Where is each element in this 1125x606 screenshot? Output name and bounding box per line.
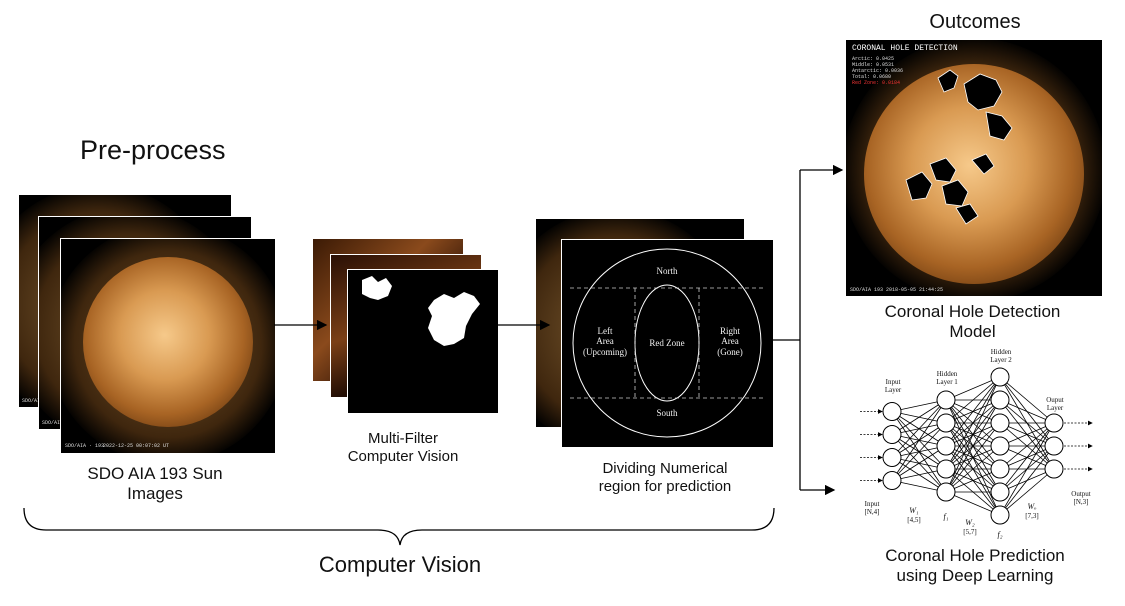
nn-node-layer-2 <box>990 367 1010 387</box>
sun-image-front: SDO/AIA · 193 2022-12-25 00:07:02 UT <box>60 238 276 454</box>
nn-edge <box>891 399 947 458</box>
sun-back-footer: SDO/AIA <box>42 420 64 426</box>
nn-edge <box>999 445 1055 516</box>
dividing-caption: Dividing Numerical region for prediction <box>598 460 732 495</box>
nn-node-layer-1 <box>936 413 956 433</box>
nn-node-layer-2 <box>990 436 1010 456</box>
detection-image: CORONAL HOLE DETECTION Arctic: 0.0425 Mi… <box>846 40 1102 296</box>
detection-stats: Arctic: 0.0425 Middle: 0.0531 Antarctic:… <box>852 56 903 86</box>
nn-edge <box>945 491 1001 516</box>
region-lines <box>570 248 765 438</box>
detection-title: CORONAL HOLE DETECTION <box>852 44 958 53</box>
mask-blobs <box>362 276 480 346</box>
nn-node-layer-2 <box>990 482 1010 502</box>
region-south: South <box>656 408 678 418</box>
nn-edge <box>945 376 1001 401</box>
nn-w1-dim-label: [4,5] <box>907 516 921 524</box>
nn-hidden-layer-1-label: Hidden Layer 1 <box>936 370 958 387</box>
outcomes-title: Outcomes <box>929 11 1021 33</box>
filter-image-mask <box>347 269 499 414</box>
nn-edge <box>999 422 1055 493</box>
nn-node-layer-3 <box>1044 413 1064 433</box>
nn-node-layer-1 <box>936 390 956 410</box>
region-left: Left Area (Upcoming) <box>583 326 627 357</box>
nn-f1-label: f₁ <box>943 512 949 521</box>
detection-stat: Total: 0.0680 <box>852 74 892 80</box>
sun-disk <box>83 257 253 427</box>
nn-edge <box>945 376 1001 493</box>
nn-hidden-layer-2-label: Hidden Layer 2 <box>990 348 1012 365</box>
sun-footer-date: 2022-12-25 00:07:02 UT <box>103 443 170 449</box>
computer-vision-label: Computer Vision <box>318 552 482 577</box>
nn-edge <box>891 399 947 435</box>
region-diagram: North South Left Area (Upcoming) Red Zon… <box>561 239 774 448</box>
nn-edge <box>945 376 1001 424</box>
nn-f2-label: f₂ <box>997 530 1003 539</box>
prediction-caption: Coronal Hole Prediction using Deep Learn… <box>885 546 1065 586</box>
nn-node-layer-1 <box>936 436 956 456</box>
detection-stat-red: Red Zone: 0.0184 <box>852 80 901 86</box>
nn-node-layer-1 <box>936 459 956 479</box>
nn-edge <box>945 445 1001 493</box>
nn-edge <box>999 376 1055 424</box>
region-north: North <box>656 266 678 276</box>
nn-node-layer-3 <box>1044 459 1064 479</box>
nn-edge <box>945 376 1001 470</box>
nn-edge <box>945 422 1001 493</box>
nn-edge <box>999 468 1055 516</box>
nn-wo-dim-label: [7,3] <box>1025 512 1039 520</box>
nn-node-layer-2 <box>990 459 1010 479</box>
nn-input-layer-label: Input Layer <box>884 378 902 395</box>
sdo-caption: SDO AIA 193 Sun Images <box>87 464 223 504</box>
nn-edge <box>945 468 1001 493</box>
nn-node-layer-3 <box>1044 436 1064 456</box>
nn-w1-label: W₁ <box>909 506 919 515</box>
region-red-zone: Red Zone <box>649 338 685 348</box>
nn-node-layer-2 <box>990 390 1010 410</box>
nn-edge <box>891 422 947 481</box>
sun-back-footer: SDO/AIA <box>22 398 44 404</box>
nn-node-layer-0 <box>882 402 902 421</box>
nn-node-layer-1 <box>936 482 956 502</box>
nn-edge <box>945 376 1001 447</box>
nn-node-layer-2 <box>990 413 1010 433</box>
nn-edge <box>999 422 1055 516</box>
nn-edge <box>999 399 1055 424</box>
coronal-holes <box>905 69 1013 225</box>
nn-edge <box>999 422 1055 470</box>
detection-caption: Coronal Hole Detection Model <box>884 302 1061 342</box>
nn-node-layer-2 <box>990 505 1010 525</box>
nn-node-layer-0 <box>882 425 902 444</box>
nn-edge <box>891 399 947 481</box>
nn-edge <box>999 422 1055 447</box>
region-right: Right Area (Gone) <box>717 326 743 357</box>
nn-edge <box>891 445 947 481</box>
nn-node-layer-0 <box>882 448 902 467</box>
nn-input-shape-label: Input [N,4] <box>864 500 880 517</box>
computer-vision-brace <box>23 507 775 546</box>
detection-stat: Middle: 0.0531 <box>852 62 895 68</box>
nn-w2-label: W₂ <box>965 518 975 527</box>
nn-w2-dim-label: [5,7] <box>963 528 977 536</box>
sun-footer-left: SDO/AIA · 193 <box>65 443 105 449</box>
preprocess-title: Pre-process <box>80 135 226 165</box>
detection-stat: Arctic: 0.0425 <box>852 56 895 62</box>
detection-footer: SDO/AIA 193 2018-05-05 21:44:25 <box>850 287 944 293</box>
nn-output-layer-label: Ouput Layer <box>1046 396 1064 413</box>
neural-network: Input Layer Hidden Layer 1 Hidden Layer … <box>840 346 1110 542</box>
detection-stat: Antarctic: 0.0036 <box>852 68 904 74</box>
nn-output-shape-label: Output [N,3] <box>1071 490 1091 507</box>
nn-edge <box>945 399 1001 493</box>
multifilter-caption: Multi-Filter Computer Vision <box>347 430 459 465</box>
nn-diagram <box>860 367 1093 525</box>
nn-node-layer-0 <box>882 471 902 490</box>
nn-wo-label: Wₒ <box>1027 502 1037 511</box>
